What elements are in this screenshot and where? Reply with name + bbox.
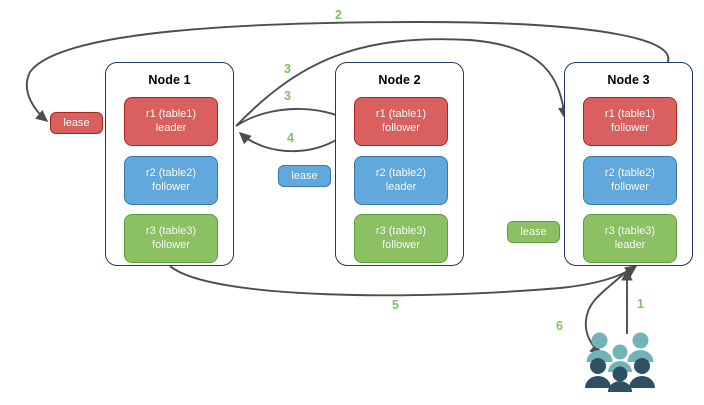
replica-role: follower — [152, 180, 190, 193]
replica-name: r3 (table3) — [604, 225, 656, 237]
replica-role: follower — [611, 121, 649, 134]
step-label-2: 2 — [335, 8, 342, 22]
replica-name: r3 (table3) — [375, 225, 427, 237]
edge-step-5 — [169, 265, 638, 297]
replica-name: r1 (table1) — [145, 108, 197, 120]
node-1-container[interactable]: Node 1 r1 (table1) leader r2 (table2) fo… — [105, 62, 234, 266]
replica-role: leader — [385, 180, 417, 193]
node-3-replica-r1[interactable]: r1 (table1) follower — [583, 97, 677, 146]
replica-role: follower — [611, 180, 649, 193]
replica-name: r2 (table2) — [604, 167, 656, 179]
replica-role: follower — [382, 121, 420, 134]
node-1-replica-r3[interactable]: r3 (table3) follower — [124, 214, 218, 263]
step-label-4: 4 — [287, 131, 294, 145]
people-group-icon — [585, 332, 655, 392]
node-3-replica-r3[interactable]: r3 (table3) leader — [583, 214, 677, 263]
node-2-replica-r2[interactable]: r2 (table2) leader — [354, 156, 448, 205]
node-2-title: Node 2 — [378, 73, 421, 87]
step-label-6: 6 — [556, 319, 563, 333]
node-2-container[interactable]: Node 2 r1 (table1) follower r2 (table2) … — [335, 62, 464, 266]
node-1-title: Node 1 — [148, 73, 191, 87]
step-label-1: 1 — [637, 297, 644, 311]
step-label-3-upper: 3 — [284, 62, 291, 76]
node-2-replica-r1[interactable]: r1 (table1) follower — [354, 97, 448, 146]
node-3-title: Node 3 — [607, 73, 650, 87]
replica-role: leader — [155, 121, 187, 134]
replica-name: r2 (table2) — [145, 167, 197, 179]
step-label-5: 5 — [392, 298, 399, 312]
node-1-replica-r2[interactable]: r2 (table2) follower — [124, 156, 218, 205]
replica-name: r1 (table1) — [604, 108, 656, 120]
node-3-container[interactable]: Node 3 r1 (table1) follower r2 (table2) … — [564, 62, 693, 266]
node-1-replica-r1[interactable]: r1 (table1) leader — [124, 97, 218, 146]
replica-role: leader — [614, 238, 646, 251]
replica-role: follower — [382, 238, 420, 251]
replica-name: r3 (table3) — [145, 225, 197, 237]
node-2-replica-r3[interactable]: r3 (table3) follower — [354, 214, 448, 263]
node-3-replica-r2[interactable]: r2 (table2) follower — [583, 156, 677, 205]
lease-badge-r1[interactable]: lease — [50, 112, 103, 134]
lease-badge-r3[interactable]: lease — [507, 221, 560, 243]
replica-name: r2 (table2) — [375, 167, 427, 179]
replica-name: r1 (table1) — [375, 108, 427, 120]
step-label-3-lower: 3 — [284, 89, 291, 103]
lease-badge-r2[interactable]: lease — [278, 165, 331, 187]
replica-role: follower — [152, 238, 190, 251]
